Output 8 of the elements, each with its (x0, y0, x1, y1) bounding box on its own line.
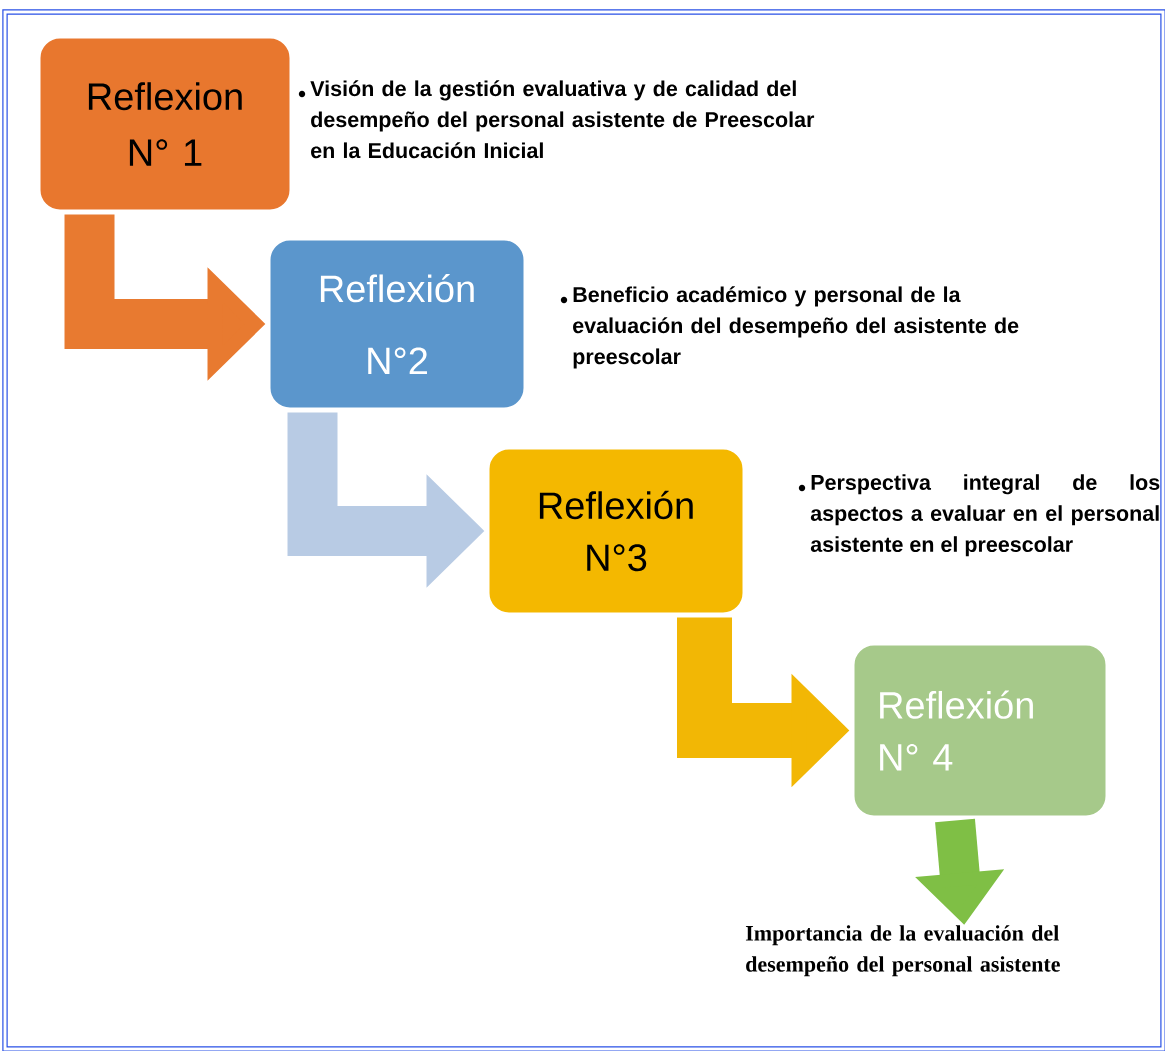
reflection-box: Reflexión N° 4 (849, 640, 1111, 821)
reflection-box: Reflexión N°3 (484, 444, 748, 618)
description-text: Perspectiva integral de los aspectos a evaluar en el personal asistente en el preescolar (810, 474, 1160, 557)
description-text: Visión de la gestión evaluativa y de calidad del desempeño del personal asistente de Preescolar en la Educación Inicial (310, 80, 815, 159)
reflection-box: Reflexion N° 1 (35, 33, 295, 215)
conclusion-text: Importancia de la evaluación del desempeño del personal asistente (745, 925, 1060, 977)
reflection-box: Reflexión N°2 (265, 235, 529, 413)
description-text: Beneficio académico y personal de la evaluación del desempeño del asistente de preescolar (573, 286, 1019, 369)
